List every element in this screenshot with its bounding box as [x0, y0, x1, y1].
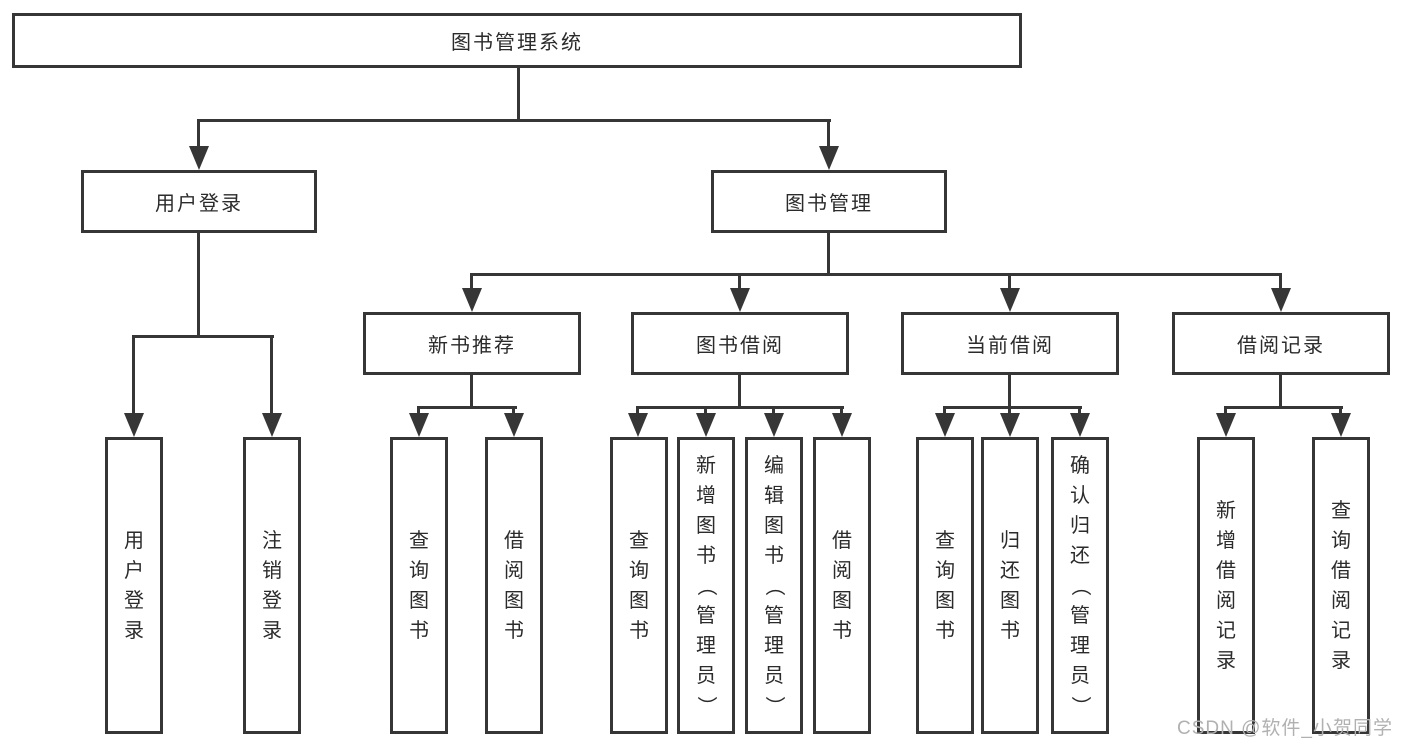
csdn-watermark: CSDN @软件_小贺同学: [1177, 718, 1393, 739]
node-current-borrowing: 当前借阅: [901, 312, 1119, 375]
node-user-login: 用户登录: [81, 170, 317, 233]
connector-line: [417, 406, 420, 416]
connector-line: [198, 119, 831, 122]
arrow-down-icon: [409, 413, 429, 437]
node-current-borrowing-label: 当前借阅: [966, 335, 1054, 357]
leaf-confirm-return-admin: 确认归还（管理员）: [1051, 437, 1109, 734]
node-book-management: 图书管理: [711, 170, 947, 233]
connector-line: [738, 375, 741, 406]
leaf-confirm-return-admin-label: 确认归还（管理员）: [1069, 454, 1091, 716]
connector-line: [772, 406, 775, 416]
leaf-query-borrow-record: 查询借阅记录: [1312, 437, 1370, 734]
connector-line: [470, 375, 473, 406]
arrow-down-icon: [935, 413, 955, 437]
node-book-management-label: 图书管理: [785, 193, 873, 215]
connector-line: [704, 406, 707, 416]
arrow-down-icon: [504, 413, 524, 437]
leaf-add-borrow-record-label: 新增借阅记录: [1216, 499, 1236, 672]
leaf-query-books-borrowing-label: 查询图书: [629, 529, 649, 642]
arrow-down-icon: [1070, 413, 1090, 437]
leaf-add-books-admin: 新增图书（管理员）: [677, 437, 735, 734]
arrow-down-icon: [696, 413, 716, 437]
leaf-query-books-recommend: 查询图书: [390, 437, 448, 734]
leaf-borrow-books-recommend-label: 借阅图书: [504, 529, 524, 642]
connector-line: [1279, 375, 1282, 406]
connector-line: [270, 335, 273, 415]
connector-line: [1224, 406, 1227, 416]
arrow-down-icon: [628, 413, 648, 437]
connector-line: [738, 273, 741, 290]
arrow-down-icon: [124, 413, 144, 437]
leaf-logout: 注销登录: [243, 437, 301, 734]
arrow-down-icon: [1216, 413, 1236, 437]
node-user-login-label: 用户登录: [155, 193, 243, 215]
connector-line: [636, 406, 639, 416]
arrow-down-icon: [189, 146, 209, 170]
leaf-logout-label: 注销登录: [262, 529, 282, 642]
connector-line: [132, 335, 135, 415]
connector-line: [943, 406, 946, 416]
leaf-borrow-books-label: 借阅图书: [832, 529, 852, 642]
connector-line: [1339, 406, 1342, 416]
leaf-add-borrow-record: 新增借阅记录: [1197, 437, 1255, 734]
leaf-query-books-recommend-label: 查询图书: [409, 529, 429, 642]
arrow-down-icon: [1271, 288, 1291, 312]
node-new-book-recommend-label: 新书推荐: [428, 335, 516, 357]
node-book-borrowing: 图书借阅: [631, 312, 849, 375]
connector-line: [827, 233, 830, 273]
connector-line: [417, 406, 517, 409]
connector-line: [1008, 273, 1011, 290]
node-root: 图书管理系统: [12, 13, 1022, 68]
node-new-book-recommend: 新书推荐: [363, 312, 581, 375]
connector-line: [512, 406, 515, 416]
leaf-query-borrow-record-label: 查询借阅记录: [1331, 499, 1351, 672]
leaf-borrow-books-recommend: 借阅图书: [485, 437, 543, 734]
connector-line: [517, 68, 520, 119]
connector-line: [827, 119, 830, 149]
connector-line: [1078, 406, 1081, 416]
arrow-down-icon: [462, 288, 482, 312]
arrow-down-icon: [1000, 288, 1020, 312]
node-book-borrowing-label: 图书借阅: [696, 335, 784, 357]
arrow-down-icon: [1000, 413, 1020, 437]
connector-line: [197, 119, 200, 149]
node-borrowing-records-label: 借阅记录: [1237, 335, 1325, 357]
arrow-down-icon: [764, 413, 784, 437]
arrow-down-icon: [730, 288, 750, 312]
leaf-edit-books-admin: 编辑图书（管理员）: [745, 437, 803, 734]
leaf-return-books: 归还图书: [981, 437, 1039, 734]
node-borrowing-records: 借阅记录: [1172, 312, 1390, 375]
connector-line: [943, 406, 1082, 409]
connector-line: [636, 406, 844, 409]
leaf-user-login: 用户登录: [105, 437, 163, 734]
node-root-label: 图书管理系统: [451, 32, 583, 54]
arrow-down-icon: [262, 413, 282, 437]
arrow-down-icon: [1331, 413, 1351, 437]
connector-line: [1279, 273, 1282, 290]
leaf-query-books-current: 查询图书: [916, 437, 974, 734]
connector-line: [1008, 375, 1011, 406]
connector-line: [1008, 406, 1011, 416]
connector-line: [197, 233, 200, 335]
arrow-down-icon: [819, 146, 839, 170]
arrow-down-icon: [832, 413, 852, 437]
connector-line: [840, 406, 843, 416]
leaf-return-books-label: 归还图书: [1000, 529, 1020, 642]
leaf-edit-books-admin-label: 编辑图书（管理员）: [763, 454, 785, 716]
connector-line: [470, 273, 473, 290]
leaf-add-books-admin-label: 新增图书（管理员）: [695, 454, 717, 716]
leaf-query-books-current-label: 查询图书: [935, 529, 955, 642]
leaf-user-login-label: 用户登录: [124, 529, 144, 642]
leaf-query-books-borrowing: 查询图书: [610, 437, 668, 734]
leaf-borrow-books: 借阅图书: [813, 437, 871, 734]
connector-line: [470, 273, 1281, 276]
connector-line: [132, 335, 274, 338]
connector-line: [1224, 406, 1343, 409]
